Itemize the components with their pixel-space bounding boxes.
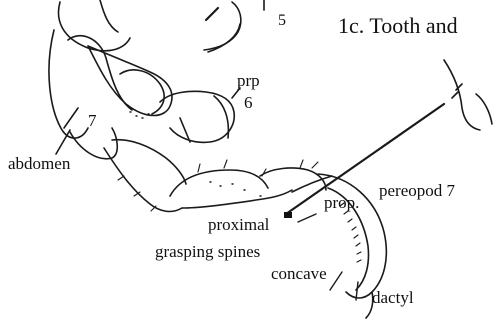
segment-5-label: 5	[278, 13, 286, 29]
concave-label: concave	[271, 265, 327, 282]
abdomen-pointer	[56, 130, 70, 154]
prp-label: prp	[237, 72, 260, 89]
proximal-label: proximal	[208, 216, 269, 233]
pereopod-6-dactyl	[214, 96, 228, 138]
segment-5-tick	[206, 8, 218, 20]
upper-segment-outline	[58, 2, 130, 51]
detail-tooth	[476, 94, 492, 124]
pereopod-7-basis	[104, 148, 182, 211]
segment-7-label: 7	[88, 112, 97, 129]
abdomen-pointer	[64, 108, 78, 128]
concave-pointer	[330, 272, 342, 290]
prop-label: prop.	[324, 194, 359, 211]
pereopod-7-basis	[112, 140, 186, 184]
limb-spines	[198, 160, 318, 176]
stipple	[130, 112, 261, 196]
pereopod-7-label: pereopod 7	[379, 182, 455, 199]
upper-segment-outline	[100, 0, 118, 32]
proximal-marker	[284, 212, 292, 218]
segment-5-claw	[204, 2, 241, 50]
dactyl-label: dactyl	[372, 289, 414, 306]
pereopod-7-carpus	[260, 168, 326, 190]
proximal-pointer	[298, 214, 316, 222]
pereopod-7-merus	[170, 170, 268, 196]
segment-6-label: 6	[244, 94, 253, 111]
pereopod-7-carpus	[182, 190, 292, 208]
grasping-spines-label: grasping spines	[155, 243, 260, 260]
panel-title: 1c. Tooth and	[338, 15, 458, 37]
detail-tooth	[444, 60, 480, 130]
limb-spines	[118, 176, 156, 211]
segment-7-outline	[70, 128, 117, 159]
abdomen-label: abdomen	[8, 155, 70, 172]
segment-outline	[88, 46, 172, 116]
